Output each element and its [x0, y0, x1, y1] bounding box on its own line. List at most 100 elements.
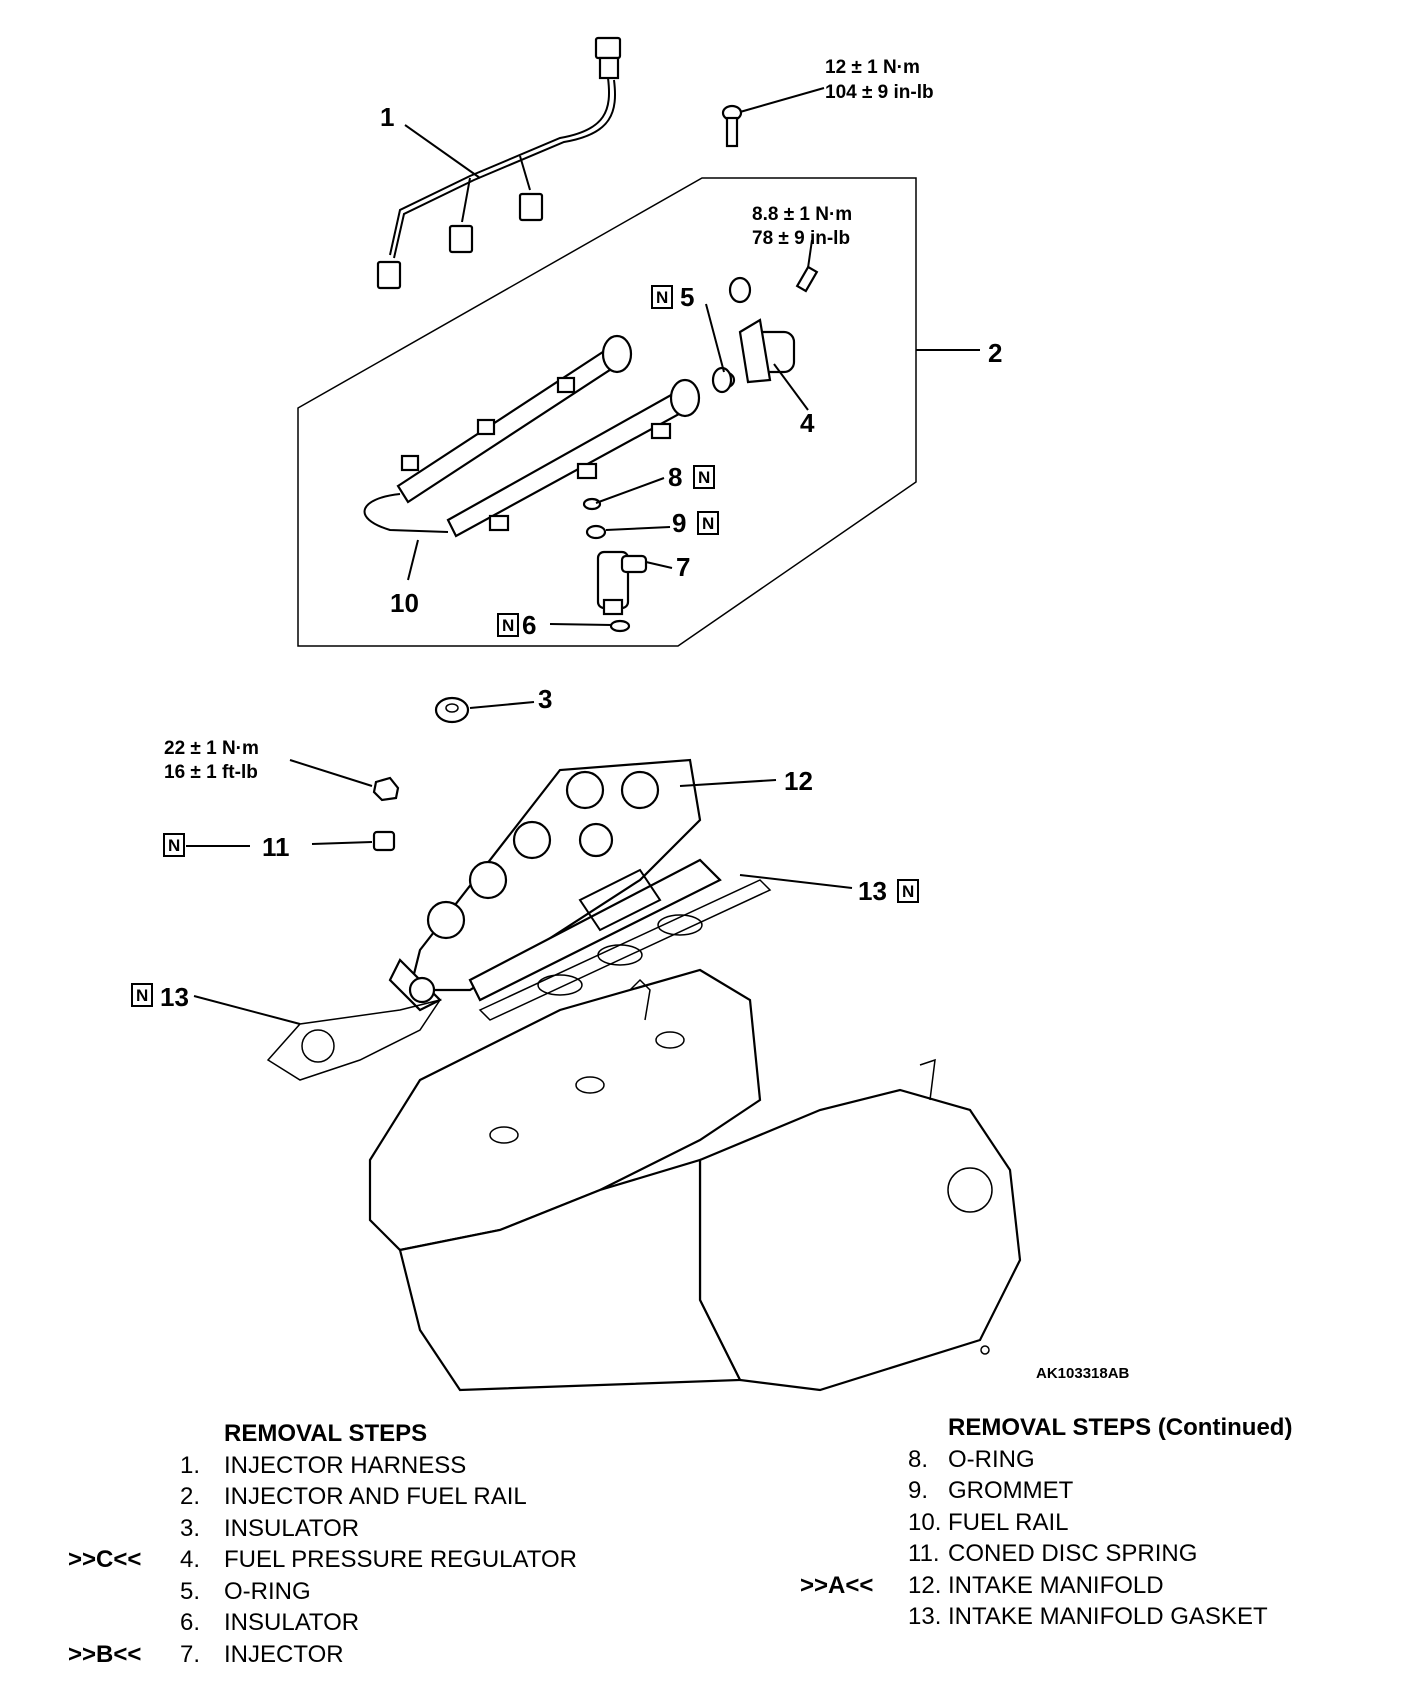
torque-regulator-nm: 8.8 ± 1 N·m [752, 204, 852, 225]
n-mark-11: N [163, 833, 185, 857]
step-num: 1. [180, 1451, 201, 1479]
removal-step: 5. O-RING [68, 1576, 577, 1608]
callout-9: 9 [672, 508, 686, 538]
removal-step: >>A<< 12.INTAKE MANIFOLD [800, 1570, 1292, 1602]
callout-2: 2 [988, 338, 1002, 368]
removal-step: 6. INSULATOR [68, 1607, 577, 1639]
step-text: CONED DISC SPRING [948, 1540, 1198, 1567]
step-num: 4. [180, 1546, 201, 1573]
removal-step: 8. O-RING [800, 1444, 1292, 1476]
o-ring-8 [582, 497, 602, 511]
svg-text:N: N [136, 986, 148, 1005]
removal-step: 9.GROMMET [800, 1475, 1292, 1507]
step-text: INTAKE MANIFOLD [948, 1571, 1164, 1599]
step-text: INTAKE MANIFOLD GASKET [948, 1603, 1268, 1630]
callout-8: 8 [668, 462, 682, 492]
svg-text:N: N [702, 514, 714, 533]
step-num: 7. [180, 1640, 201, 1668]
step-num: 2. [180, 1483, 201, 1510]
intake-manifold [388, 758, 722, 1012]
step-num: 9. [908, 1477, 929, 1504]
step-ref [68, 1576, 180, 1608]
svg-text:N: N [902, 882, 914, 901]
exploded-view-diagram: 12 ± 1 N·m 104 ± 9 in-lb 8.8 ± 1 N·m 78 … [131, 36, 1130, 1392]
step-ref [800, 1475, 908, 1507]
coned-disc-spring [372, 830, 396, 852]
callout-3: 3 [538, 684, 552, 714]
step-text: INJECTOR HARNESS [224, 1451, 467, 1479]
removal-step: 10.FUEL RAIL [800, 1507, 1292, 1539]
callout-13-right: 13 [858, 876, 887, 906]
step-text: INSULATOR [224, 1609, 360, 1636]
fuel-rail [363, 334, 701, 538]
callout-1: 1 [380, 102, 394, 132]
step-num: 12. [908, 1571, 942, 1599]
callout-10: 10 [390, 588, 419, 618]
step-text: INSULATOR [224, 1514, 360, 1542]
removal-step: 1. INJECTOR HARNESS [68, 1450, 577, 1482]
torque-bolt-top-nm: 12 ± 1 N·m [825, 57, 920, 78]
step-num: 8. [908, 1445, 929, 1473]
step-text: O-RING [224, 1577, 311, 1605]
svg-text:N: N [698, 468, 710, 487]
grommet-9 [585, 524, 607, 540]
fuel-rail-assembly-outline [297, 177, 917, 647]
callout-11: 11 [262, 832, 290, 862]
removal-step: 11. CONED DISC SPRING [800, 1538, 1292, 1570]
n-mark-5: N [651, 285, 673, 309]
manifold-nut [372, 776, 400, 802]
step-num: 13. [908, 1603, 942, 1630]
callout-13-left: 13 [160, 982, 189, 1012]
engine-block [368, 968, 1022, 1392]
step-ref [68, 1607, 180, 1639]
callout-6: 6 [522, 610, 536, 640]
step-num: 6. [180, 1609, 201, 1636]
n-mark-13-right: N [897, 879, 919, 903]
step-num: 10. [908, 1508, 942, 1536]
svg-text:N: N [502, 616, 514, 635]
step-num: 11. [908, 1540, 940, 1567]
leader-lines [186, 87, 980, 1025]
figure-id: AK103318AB [1036, 1365, 1130, 1382]
step-ref: >>C<< [68, 1546, 142, 1573]
n-mark-9: N [697, 511, 719, 535]
removal-steps-continued-title: REMOVAL STEPS (Continued) [948, 1414, 1293, 1441]
step-text: INJECTOR AND FUEL RAIL [224, 1483, 527, 1510]
callout-4: 4 [800, 408, 815, 438]
step-ref [800, 1507, 908, 1539]
n-mark-6: N [497, 613, 519, 637]
insulator-6 [609, 619, 631, 633]
callout-7: 7 [676, 552, 690, 582]
fuel-rail-bolt [721, 104, 743, 148]
n-mark-13-left: N [131, 983, 153, 1007]
o-ring-5 [711, 366, 733, 394]
step-text: FUEL PRESSURE REGULATOR [224, 1546, 577, 1573]
injector-harness [376, 36, 622, 290]
step-ref [68, 1481, 180, 1513]
step-ref: >>A<< [800, 1571, 874, 1599]
regulator-bolt [795, 265, 819, 293]
torque-regulator-inlb: 78 ± 9 in-lb [752, 228, 850, 249]
callout-5: 5 [680, 282, 694, 312]
step-ref [800, 1601, 908, 1633]
svg-text:N: N [656, 288, 668, 307]
injector [596, 550, 648, 616]
intake-manifold-gasket [266, 879, 772, 1081]
removal-step: 3.INSULATOR [68, 1513, 577, 1545]
step-ref [68, 1450, 180, 1482]
insulator-3 [434, 696, 470, 724]
step-text: FUEL RAIL [948, 1508, 1069, 1536]
step-num: 5. [180, 1577, 201, 1605]
torque-manifold-nm: 22 ± 1 N·m [164, 738, 259, 759]
removal-step: >>C<< 4. FUEL PRESSURE REGULATOR [68, 1544, 577, 1576]
step-ref [800, 1538, 908, 1570]
step-ref [800, 1444, 908, 1476]
removal-step: 13.INTAKE MANIFOLD GASKET [800, 1601, 1292, 1633]
svg-text:N: N [168, 836, 180, 855]
step-text: O-RING [948, 1445, 1035, 1473]
torque-manifold-ftlb: 16 ± 1 ft-lb [164, 762, 258, 783]
step-text: INJECTOR [224, 1640, 344, 1668]
removal-step: 2. INJECTOR AND FUEL RAIL [68, 1481, 577, 1513]
